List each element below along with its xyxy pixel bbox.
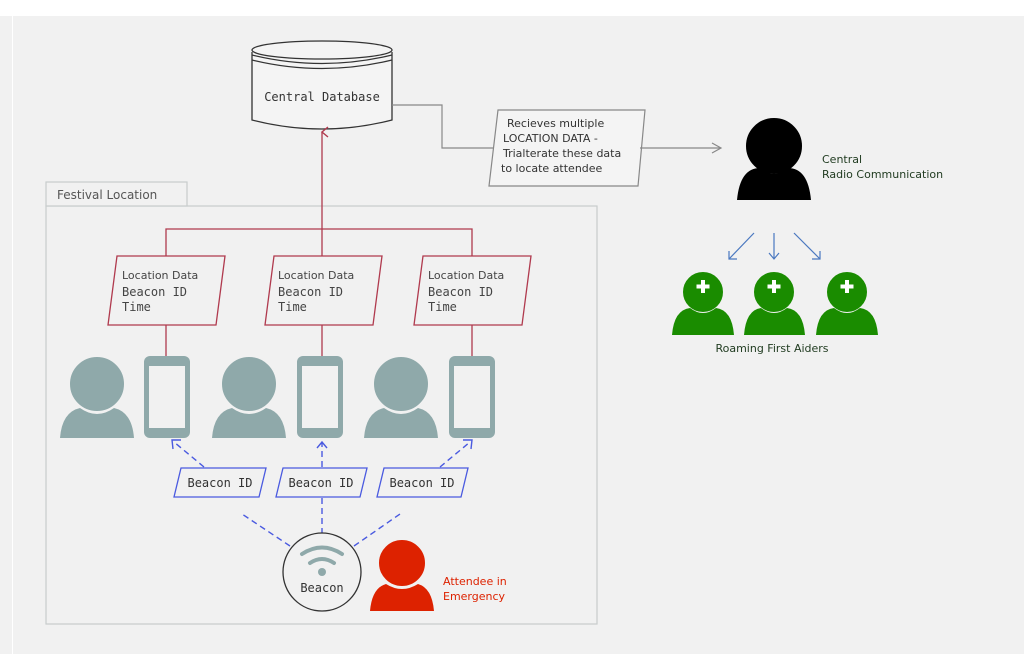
dispatch-arrow-center [768, 233, 780, 260]
location-data-time: Time [278, 300, 307, 314]
first-aiders-label: Roaming First Aiders [715, 342, 828, 355]
database-label: Central Database [264, 90, 380, 104]
beacon-id-label: Beacon ID [389, 476, 454, 490]
emergency-attendee-person-icon [370, 538, 434, 611]
central-radio-label-line-2: Radio Communication [822, 168, 943, 181]
central-radio-label-line-1: Central [822, 153, 862, 166]
process-to-radio-arrow [640, 142, 723, 154]
location-data-title: Location Data [122, 269, 198, 282]
attendee-person-icon-1 [60, 355, 134, 438]
beacon-id-box-2: Beacon ID [275, 467, 368, 498]
location-data-box-1: Location Data Beacon ID Time [107, 255, 226, 326]
location-data-title: Location Data [278, 269, 354, 282]
first-aider-icon-1 [672, 270, 734, 335]
phone-icon-1 [144, 356, 190, 438]
beacon-id-label: Beacon ID [187, 476, 252, 490]
location-data-time: Time [428, 300, 457, 314]
beacon-id-label: Beacon ID [288, 476, 353, 490]
attendee-person-icon-3 [364, 355, 438, 438]
festival-location-tab [45, 181, 188, 207]
festival-location-label: Festival Location [57, 188, 157, 202]
central-database: Central Database [251, 40, 393, 130]
location-data-beacon-id: Beacon ID [428, 285, 493, 299]
attendee-person-icon-2 [212, 355, 286, 438]
first-aider-icon-3 [816, 270, 878, 335]
emergency-label-line-2: Emergency [443, 590, 506, 603]
location-data-time: Time [122, 300, 151, 314]
location-data-flow [165, 126, 473, 357]
dispatch-arrow-right [793, 232, 821, 260]
flow-branch-line [165, 228, 473, 256]
beacon-signal-lines [173, 441, 471, 547]
trilateration-process-note: Recieves multiple LOCATION DATA - Trialt… [488, 109, 646, 187]
phone-icon-2 [297, 356, 343, 438]
dispatch-arrows [728, 232, 821, 260]
attendees [60, 355, 495, 438]
process-line-2: LOCATION DATA - [503, 132, 598, 145]
location-data-box-2: Location Data Beacon ID Time [264, 255, 383, 326]
beacon-signal-arrowheads [171, 439, 473, 450]
wifi-signal-icon [300, 545, 344, 565]
beacon-id-box-3: Beacon ID [376, 467, 469, 498]
process-line-1: Recieves multiple [507, 117, 604, 130]
beacon-id-box-1: Beacon ID [173, 467, 267, 498]
beacon-label: Beacon [300, 581, 343, 595]
location-data-title: Location Data [428, 269, 504, 282]
location-data-box-3: Location Data Beacon ID Time [413, 255, 532, 326]
process-line-3: Trialterate these data [502, 147, 621, 160]
process-line-4: to locate attendee [501, 162, 603, 175]
beacon: Beacon [282, 532, 362, 612]
emergency-label-line-1: Attendee in [443, 575, 507, 588]
canvas-edge [12, 16, 13, 654]
db-to-process-connector [392, 104, 496, 149]
dispatch-arrow-left [728, 232, 755, 260]
location-data-beacon-id: Beacon ID [278, 285, 343, 299]
central-radio-person-icon [737, 116, 811, 200]
phone-icon-3 [449, 356, 495, 438]
location-data-beacon-id: Beacon ID [122, 285, 187, 299]
first-aider-icon-2 [744, 270, 805, 335]
